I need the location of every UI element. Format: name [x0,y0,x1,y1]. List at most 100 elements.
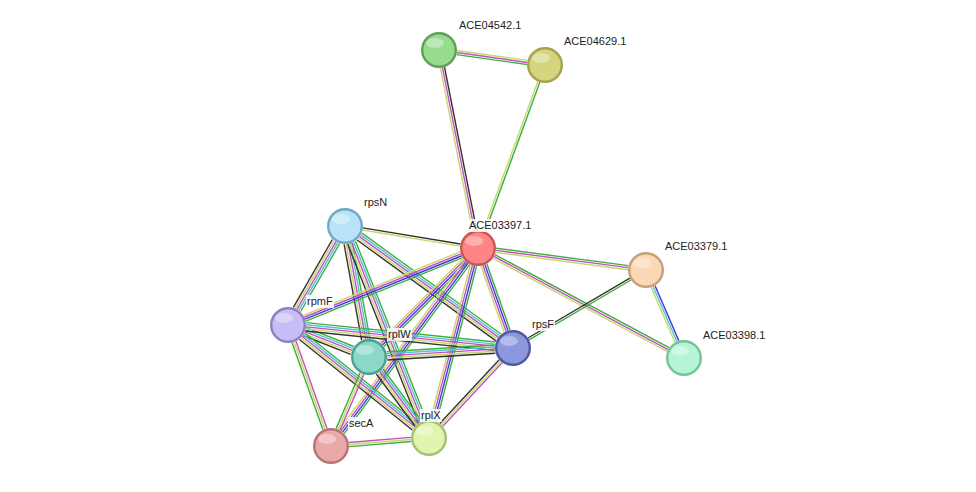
protein-node: ACE04629.1 [527,47,563,83]
evidence-strand [457,53,527,63]
node-label: rpsN [363,196,388,209]
evidence-strand [445,67,477,230]
evidence-strand [341,262,467,431]
circle-shape [328,209,362,243]
circle-shape [314,429,348,463]
evidence-strand [363,228,460,244]
evidence-strand [457,50,527,60]
circle-shape [422,33,456,67]
node-label: secA [348,417,374,430]
circle-gloss [318,434,336,444]
evidence-strand [349,442,411,447]
evidence-strand [655,286,679,341]
interaction-edge [349,437,411,446]
protein-node: ACE03398.1 [666,340,702,376]
circle-gloss [465,236,483,246]
circle-gloss [416,426,434,436]
circle-shape [461,231,495,265]
node-label: ACE04542.1 [458,19,522,32]
evidence-strand [292,343,323,430]
node-label: rplX [420,409,442,422]
evidence-strand [378,373,417,425]
protein-node: rpmF [270,307,306,343]
node-label: ACE03398.1 [702,329,766,342]
evidence-strand [295,241,334,309]
circle-gloss [275,313,293,323]
evidence-strand [496,252,628,269]
protein-node: ACE03379.1 [628,252,664,288]
evidence-strand [529,280,631,340]
circle-shape [528,48,562,82]
interaction-edge [528,278,631,340]
node-label: rpmF [306,295,334,308]
protein-node: rpsN [327,208,363,244]
evidence-strand [387,353,495,360]
evidence-strand [299,243,338,311]
node-circle [313,428,349,464]
evidence-strand [487,264,510,330]
circle-gloss [332,214,350,224]
evidence-strand [440,360,499,424]
node-circle [666,340,702,376]
interaction-edge [457,50,528,64]
node-circle [495,330,531,366]
protein-node: ACE03397.1 [460,230,496,266]
node-circle [421,32,457,68]
node-circle [351,339,387,375]
interaction-edge [481,264,510,332]
circle-shape [352,340,386,374]
evidence-strand [483,265,506,331]
evidence-strand [651,287,675,342]
circle-shape [412,421,446,455]
evidence-strand [294,342,325,429]
evidence-strand [653,287,677,342]
interaction-edge [440,67,476,230]
circle-shape [629,253,663,287]
evidence-strand [441,361,500,425]
evidence-strand [485,265,508,331]
evidence-strand [297,242,336,310]
evidence-strand [440,68,472,231]
node-circle [628,252,664,288]
evidence-strand [305,333,418,423]
node-label: rpsF [531,318,555,331]
evidence-strand [301,244,340,312]
protein-node: rplW [351,339,387,375]
interaction-edge [440,360,503,427]
node-label: ACE03379.1 [664,240,728,253]
circle-gloss [633,258,651,268]
evidence-strand [381,260,465,344]
evidence-strand [306,329,495,348]
evidence-strand [380,371,419,423]
node-circle [327,208,363,244]
evidence-strand [483,82,538,231]
evidence-strand [496,248,628,265]
evidence-strand [383,369,422,421]
protein-node: rplX [411,420,447,456]
evidence-strand [457,55,527,65]
evidence-strand [305,256,462,319]
evidence-strand [481,266,504,332]
protein-node: rpsF [495,330,531,366]
interaction-edge [651,286,679,343]
circle-shape [667,341,701,375]
evidence-strand [376,374,415,426]
evidence-strand [306,327,495,346]
interaction-edge [293,240,339,312]
circle-shape [496,331,530,365]
circle-gloss [532,53,550,63]
circle-gloss [356,345,374,355]
circle-shape [271,308,305,342]
interaction-edge [363,228,461,246]
node-label: ACE04629.1 [563,35,627,48]
circle-gloss [426,38,444,48]
node-circle [527,47,563,83]
node-circle [411,420,447,456]
node-circle [460,230,496,266]
interaction-edge [292,341,327,429]
evidence-strand [296,341,327,428]
node-label: rplW [387,328,412,341]
evidence-strand [443,363,502,427]
interaction-edge [483,82,540,232]
interaction-edge [376,369,421,426]
